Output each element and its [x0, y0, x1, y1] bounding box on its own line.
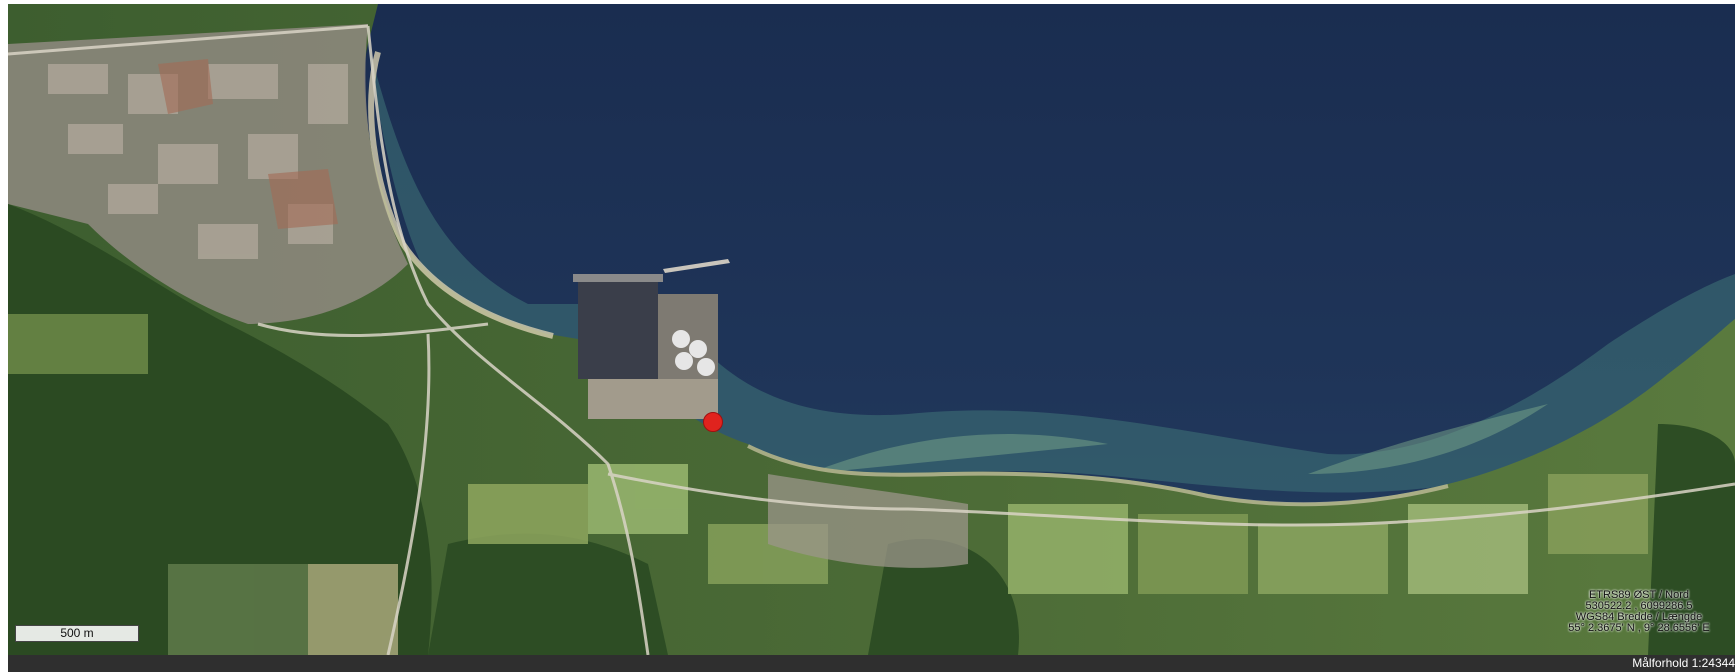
beach-south: [747, 444, 1449, 507]
coordinate-line-etrs-values: 530522.2 , 6099286.5: [1585, 600, 1693, 612]
red-roofs: [158, 59, 338, 229]
forest-east: [868, 538, 1019, 655]
scale-ratio: Målforhold 1:24344: [1632, 656, 1735, 670]
fields: [8, 314, 1648, 655]
coordinate-line-etrs-header: ETRS89 ØST / Nord: [1588, 589, 1690, 601]
coordinate-line-wgs-values: 55° 2.3675' N , 9° 28.6556' E: [1568, 622, 1710, 634]
forest-center: [428, 533, 668, 655]
coordinate-readout: ETRS89 ØST / Nord 530522.2 , 6099286.5 W…: [1544, 590, 1734, 634]
village-south: [768, 474, 968, 568]
roads: [8, 24, 1735, 655]
aerial-imagery: [8, 4, 1735, 655]
location-marker[interactable]: [703, 412, 723, 432]
algae-swirls: [808, 404, 1548, 474]
scale-bar-label: 500 m: [60, 626, 94, 640]
forest-far-east: [1648, 424, 1735, 655]
scale-bar: 500 m: [15, 625, 139, 642]
power-plant: [573, 259, 730, 419]
coordinate-line-wgs-header: WGS84 Bredde / Længde: [1575, 611, 1703, 623]
status-bar: Målforhold 1:24344: [8, 655, 1735, 672]
map-view[interactable]: 500 m ETRS89 ØST / Nord 530522.2 , 60992…: [8, 4, 1735, 655]
land: [8, 4, 1735, 655]
